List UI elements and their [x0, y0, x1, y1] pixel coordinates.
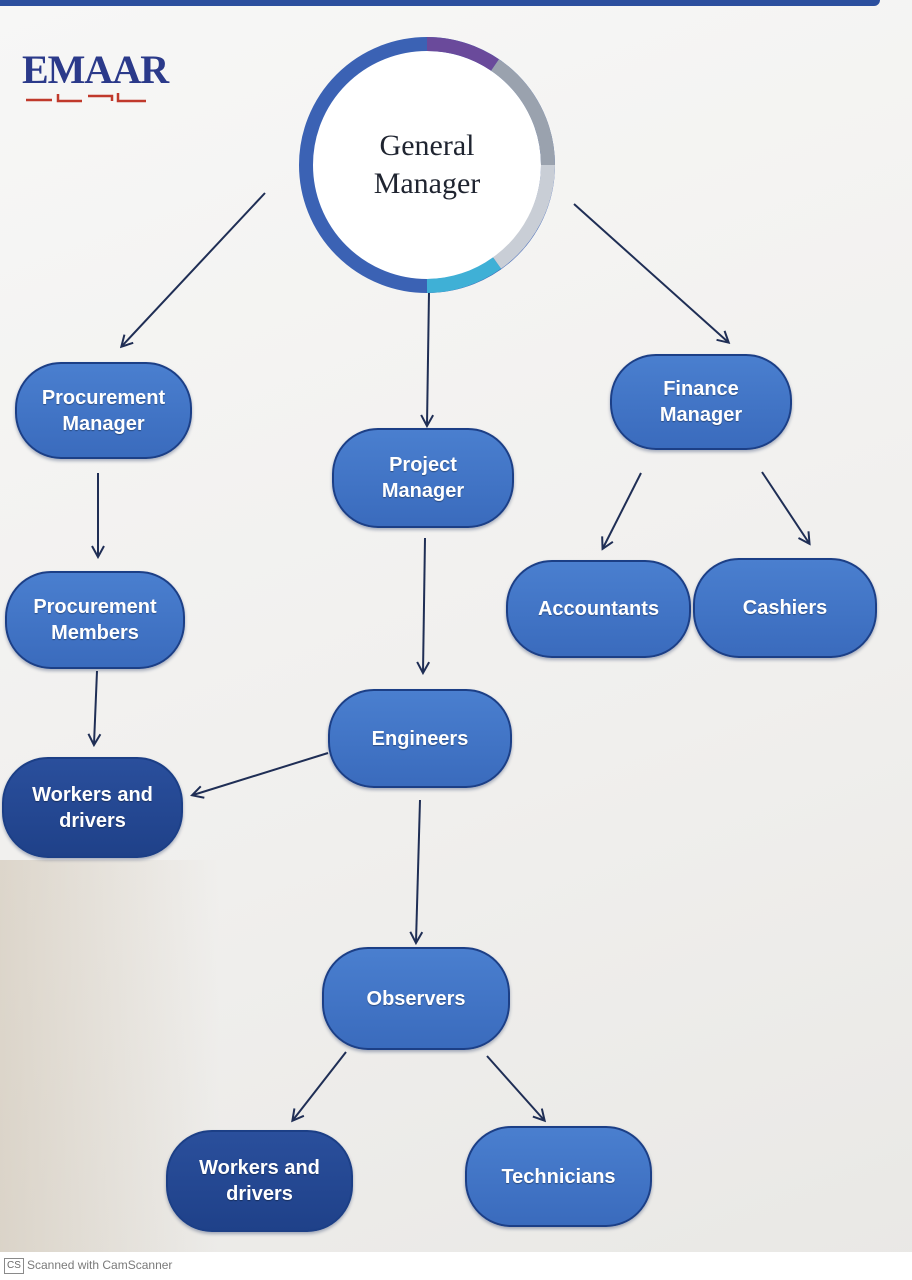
logo-arabic-script [26, 93, 146, 103]
technicians-node: Technicians [465, 1126, 652, 1227]
arrow-project-manager-to-engineers [423, 537, 425, 672]
general-manager-node: General Manager [297, 35, 557, 295]
observers-node: Observers [322, 947, 510, 1050]
procurement-manager-node: Procurement Manager [15, 362, 192, 459]
workers-drivers-left-node: Workers and drivers [2, 757, 183, 858]
project-manager-node: Project Manager [332, 428, 514, 528]
cashiers-node: Cashiers [693, 558, 877, 658]
arrow-engineers-to-observers [416, 799, 420, 942]
arrow-gm-to-project-manager [427, 291, 429, 425]
engineers-node: Engineers [328, 689, 512, 788]
footer-text: Scanned with CamScanner [27, 1258, 173, 1272]
top-border-strip [0, 0, 880, 6]
general-manager-ring [299, 37, 555, 293]
procurement-members-node: Procurement Members [5, 571, 185, 669]
general-manager-label: General Manager [373, 129, 481, 200]
arrow-observers-to-workers [293, 1051, 347, 1120]
workers-drivers-bottom-node: Workers and drivers [166, 1130, 353, 1232]
logo-text: EMAAR [22, 47, 169, 92]
arrow-finance-to-cashiers [761, 471, 809, 543]
arrow-gm-to-procurement-manager [122, 192, 266, 346]
arrow-gm-to-finance-manager [573, 203, 728, 342]
emaar-logo: EMAAR [22, 46, 169, 106]
accountants-node: Accountants [506, 560, 691, 658]
finance-manager-node: Finance Manager [610, 354, 792, 450]
arrow-engineers-to-workers [193, 752, 329, 795]
arrow-members-to-workers [94, 670, 97, 744]
camscanner-badge: CS [4, 1258, 24, 1274]
arrow-observers-to-technicians [486, 1055, 544, 1120]
arrow-finance-to-accountants [603, 472, 642, 548]
scanner-footer: CS Scanned with CamScanner [0, 1252, 912, 1280]
